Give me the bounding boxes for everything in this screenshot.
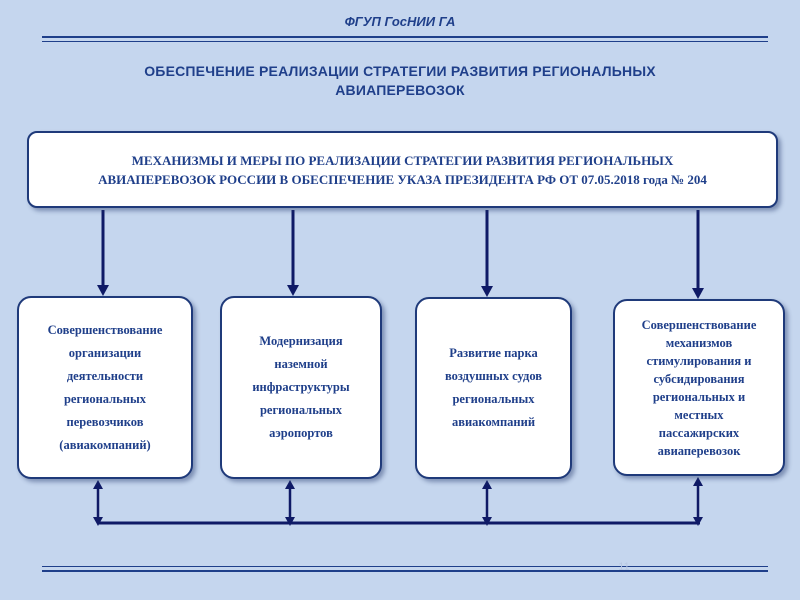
strategy-mechanisms-box: МЕХАНИЗМЫ И МЕРЫ ПО РЕАЛИЗАЦИИ СТРАТЕГИИ… bbox=[27, 131, 778, 208]
box-subsidy-mechanisms: Совершенствование механизмов стимулирова… bbox=[613, 299, 785, 476]
box-ground-infrastructure: Модернизация наземной инфраструктуры рег… bbox=[220, 296, 382, 479]
box-aircraft-fleet: Развитие парка воздушных судов региональ… bbox=[415, 297, 572, 479]
link-box1 bbox=[93, 480, 103, 526]
strategy-mechanisms-line1: МЕХАНИЗМЫ И МЕРЫ ПО РЕАЛИЗАЦИИ СТРАТЕГИИ… bbox=[131, 152, 674, 168]
link-box3 bbox=[482, 480, 492, 526]
organization-name: ФГУП ГосНИИ ГА bbox=[344, 14, 456, 29]
header-divider bbox=[42, 36, 768, 38]
header-divider-thin bbox=[42, 41, 768, 42]
slide-title: ОБЕСПЕЧЕНИЕ РЕАЛИЗАЦИИ СТРАТЕГИИ РАЗВИТИ… bbox=[60, 62, 740, 100]
footer-divider bbox=[42, 570, 768, 572]
page-number: 11 bbox=[618, 561, 630, 573]
box-carrier-organization: Совершенствование организации деятельнос… bbox=[17, 296, 193, 479]
link-box4 bbox=[693, 477, 703, 526]
slide-title-line1: ОБЕСПЕЧЕНИЕ РЕАЛИЗАЦИИ СТРАТЕГИИ РАЗВИТИ… bbox=[144, 63, 656, 79]
slide-title-line2: АВИАПЕРЕВОЗОК bbox=[335, 82, 465, 98]
link-box2 bbox=[285, 480, 295, 526]
strategy-mechanisms-line2: АВИАПЕРЕВОЗОК РОССИИ В ОБЕСПЕЧЕНИЕ УКАЗА… bbox=[98, 171, 707, 187]
footer-divider-thin bbox=[42, 566, 768, 567]
